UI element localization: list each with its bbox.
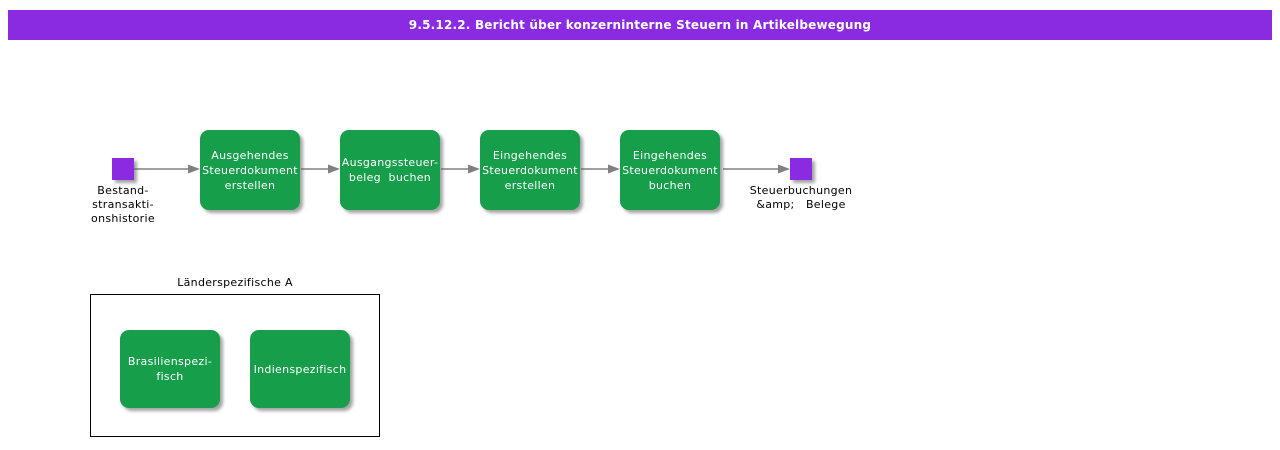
diagram-title-banner: 9.5.12.2. Bericht über konzerninterne St… [8, 10, 1272, 40]
partition-title: Länderspezifische A [177, 276, 293, 289]
flow-arrow-3 [441, 164, 480, 174]
flow-arrow-1 [134, 164, 200, 174]
flow-arrow-4 [581, 164, 620, 174]
flow-arrow-5 [723, 164, 790, 174]
partition-laenderspezifisch [90, 294, 380, 437]
diagram-title: 9.5.12.2. Bericht über konzerninterne St… [408, 18, 872, 32]
activity-indienspezifisch[interactable]: Indienspezifisch [250, 330, 350, 408]
activity-brasilienspezifisch[interactable]: Brasilienspezi- fisch [120, 330, 220, 408]
start-node-icon [112, 158, 134, 180]
activity-ausgehendes-steuerdokument-erstellen[interactable]: Ausgehendes Steuerdokument erstellen [200, 130, 300, 210]
activity-ausgangssteuerbeleg-buchen[interactable]: Ausgangssteuer- beleg buchen [340, 130, 440, 210]
end-node-icon [790, 158, 812, 180]
end-node-label: Steuerbuchungen &amp; Belege [749, 184, 853, 211]
activity-eingehendes-steuerdokument-buchen[interactable]: Eingehendes Steuerdokument buchen [620, 130, 720, 210]
flow-arrow-2 [301, 164, 340, 174]
activity-eingehendes-steuerdokument-erstellen[interactable]: Eingehendes Steuerdokument erstellen [480, 130, 580, 210]
start-node-label: Bestand- stransakti- onshistorie [91, 184, 155, 225]
